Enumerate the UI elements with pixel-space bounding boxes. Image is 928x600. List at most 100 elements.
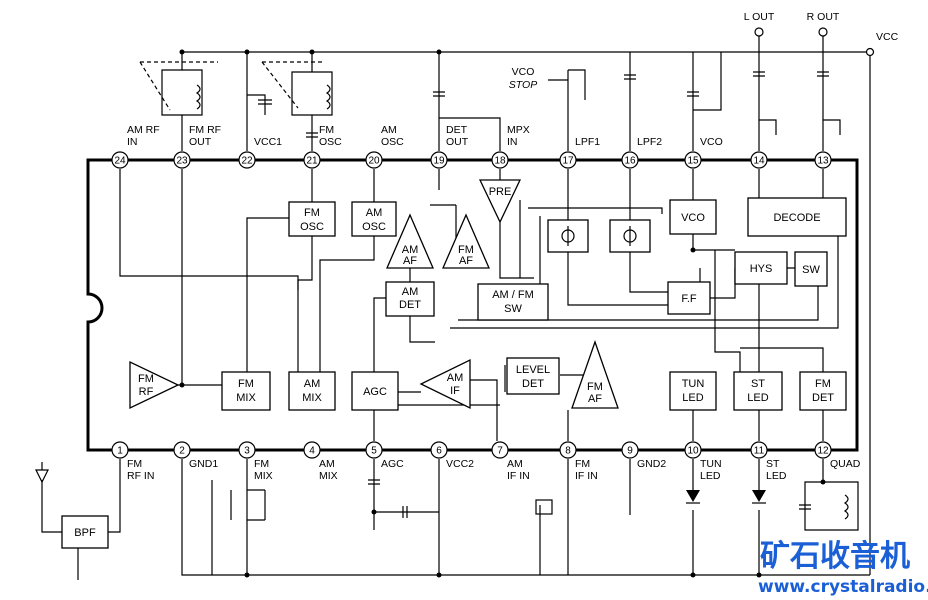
watermark: 矿石收音机 www.crystalradio.cn [758,539,928,597]
ff-block: F.F [681,293,697,305]
amplifier-triangles [129,179,619,410]
pin-number: 16 [624,156,636,167]
vco-block: VCO [681,212,705,224]
pin-label: VCO [700,136,723,148]
pin-label: AGC [381,458,404,470]
pin-label: QUAD [830,458,861,470]
fm-af-amp-bottom-shape [571,340,619,409]
pin-number: 15 [687,156,699,167]
watermark-url: www.crystalradio.cn [758,577,928,597]
watermark-cn: 矿石收音机 [760,539,910,574]
pin-number: 7 [497,446,503,457]
pin-number: 14 [753,156,765,167]
top-pin-14: 14 [750,151,768,169]
pin-number: 19 [433,156,445,167]
pin-number: 9 [627,446,633,457]
function-blocks [61,197,847,549]
pin-number: 5 [371,446,377,457]
pin-number: 13 [817,156,829,167]
pin-number: 2 [179,446,185,457]
sw-block: SW [802,264,820,276]
pin-label: VCC2 [446,458,474,470]
pin-number: 4 [309,446,315,457]
pin-number: 23 [176,156,188,167]
bpf-block: BPF [74,527,96,539]
pin-number: 17 [562,156,574,167]
pin-number: 20 [368,156,380,167]
pin-number: 18 [494,156,506,167]
agc-block: AGC [363,386,387,398]
top-pin-13: 13 [814,151,832,169]
chip-outline [86,158,859,452]
pin-label: GND2 [637,458,666,470]
pin-number: 10 [687,446,699,457]
pin-number: 11 [754,446,765,457]
pin-number: 1 [117,446,123,457]
am-af-amp-shape [386,213,434,269]
pin-number: 8 [565,446,571,457]
vcc-label: VCC [876,31,899,43]
external-components [35,71,849,520]
pre-amp-shape [478,179,522,224]
pin-number: 3 [244,446,250,457]
pin-label: VCC1 [254,136,282,148]
hys-block: HYS [750,263,773,275]
pin-label: LPF1 [575,136,600,148]
l-out-label: L OUT [744,11,775,23]
pin-label: GND1 [189,458,218,470]
pin-number: 12 [817,446,829,457]
pin-number: 24 [114,156,126,167]
pre-amp: PRE [489,186,512,198]
pin-number: 22 [241,156,253,167]
